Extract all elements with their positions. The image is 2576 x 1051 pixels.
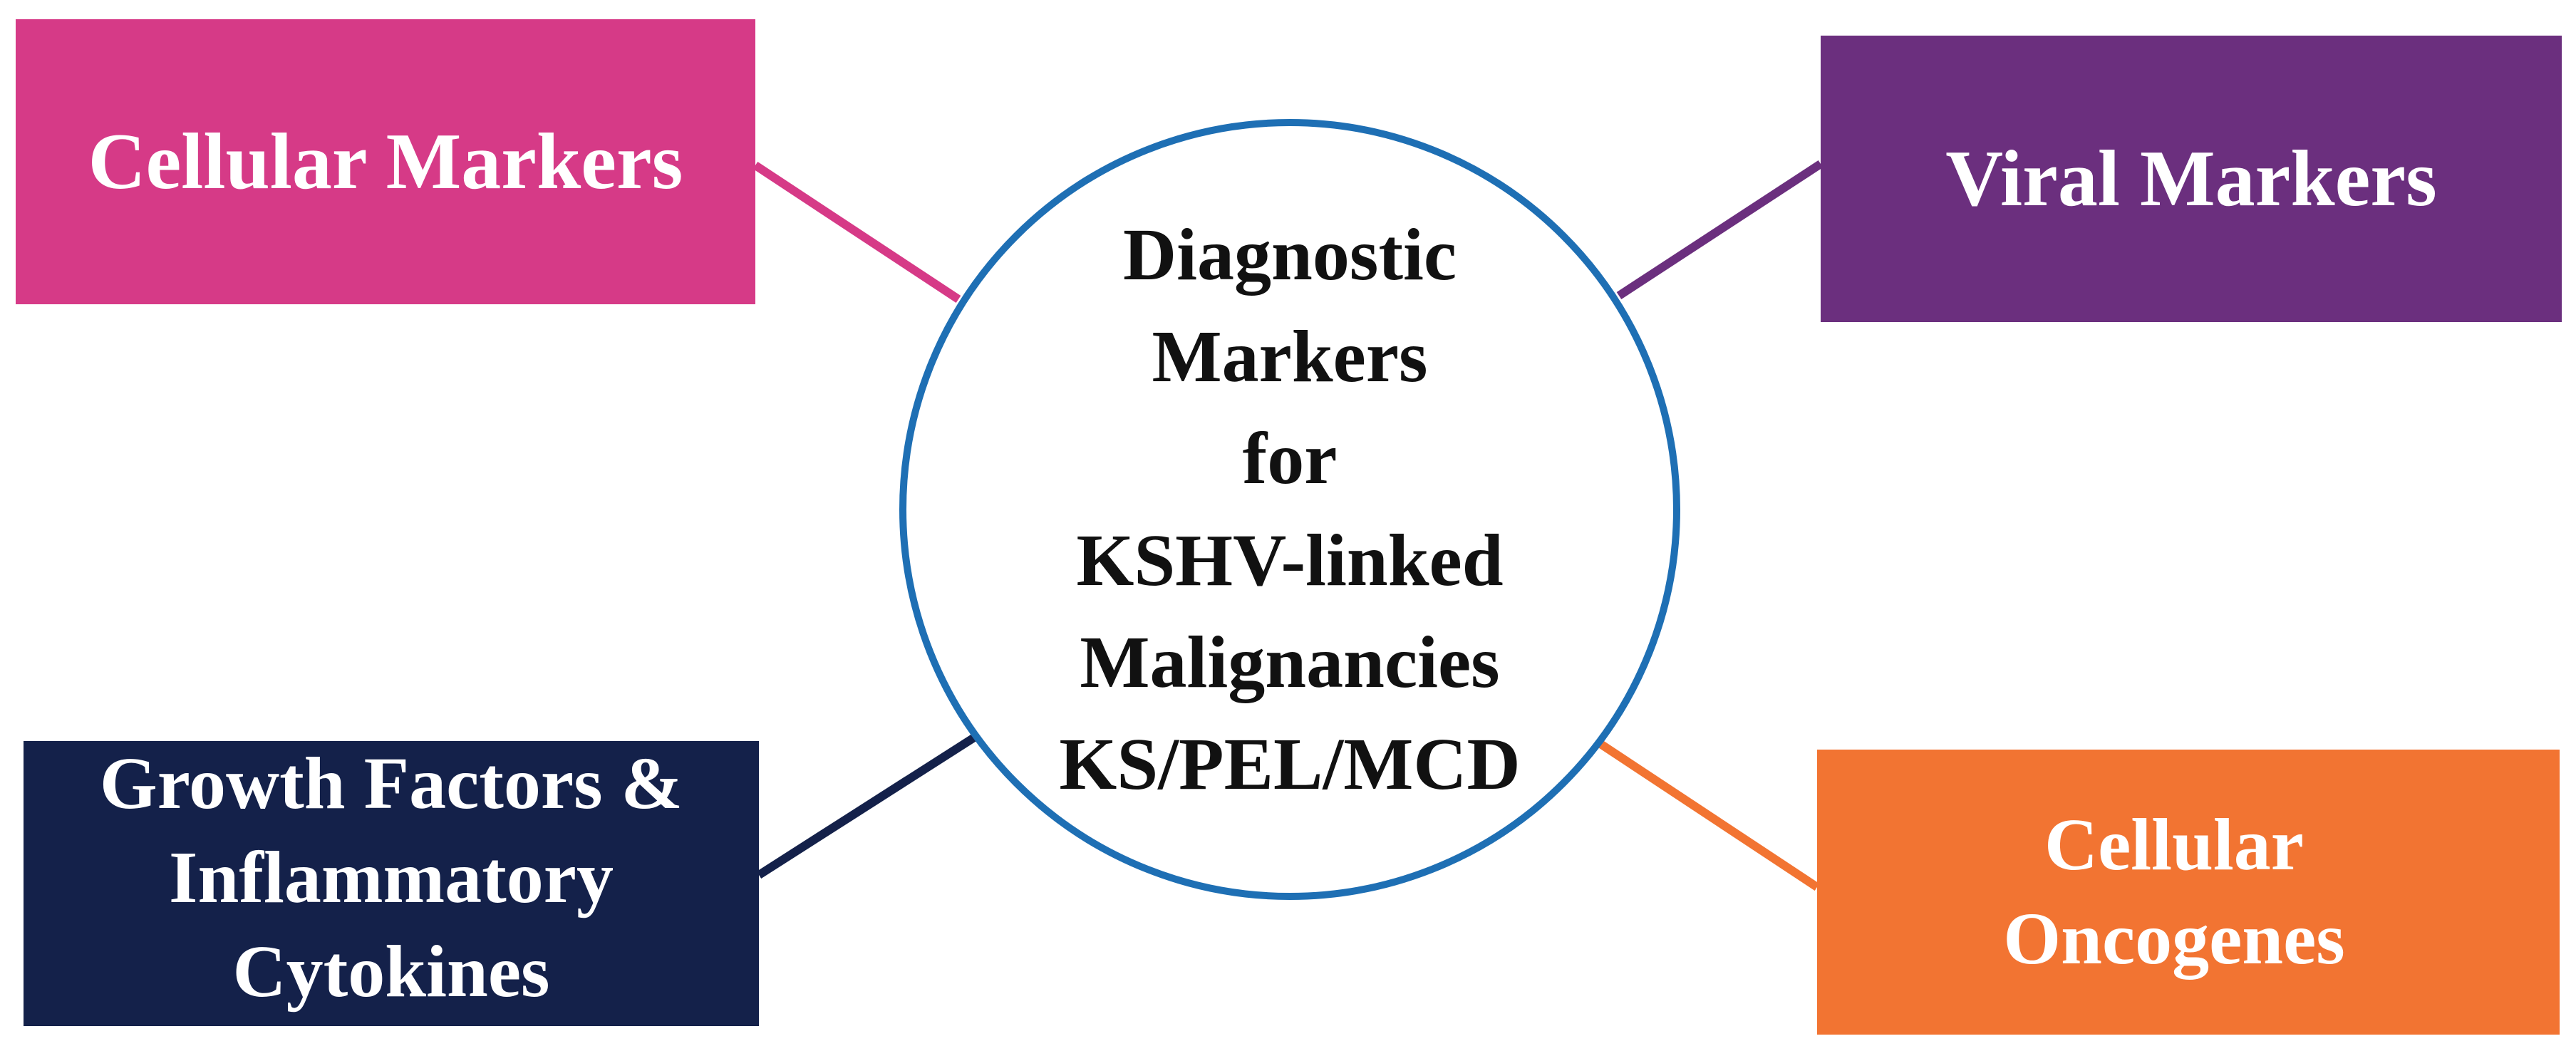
node-growth-factors-text: Growth Factors & Inflammatory Cytokines (100, 737, 683, 1019)
node-growth-factors-line-3: Cytokines (232, 931, 550, 1013)
center-title-line-1: Diagnostic (1123, 214, 1457, 296)
center-title-line-4: KSHV-linked (1076, 519, 1504, 601)
center-title-line-5: Malignancies (1080, 621, 1500, 703)
node-cellular-markers: Cellular Markers (16, 19, 755, 304)
node-cellular-oncogenes-text: Cellular Oncogenes (2003, 798, 2345, 986)
center-title-line-2: Markers (1152, 316, 1428, 398)
node-growth-factors-line-1: Growth Factors & (99, 742, 683, 824)
connector-cellular-markers (752, 161, 961, 304)
node-viral-markers-label: Viral Markers (1945, 134, 2437, 223)
connector-viral-markers (1616, 160, 1824, 300)
node-cellular-oncogenes-line-1: Cellular (2044, 803, 2304, 886)
node-growth-factors: Growth Factors & Inflammatory Cytokines (24, 741, 759, 1026)
node-viral-markers-text: Viral Markers (1945, 133, 2436, 225)
connector-growth-factors (756, 730, 983, 879)
node-cellular-markers-text: Cellular Markers (88, 116, 683, 208)
node-cellular-oncogenes: Cellular Oncogenes (1817, 750, 2560, 1035)
connector-cellular-oncogenes (1593, 737, 1820, 891)
center-title-line-3: for (1242, 418, 1338, 499)
node-growth-factors-line-2: Inflammatory (169, 837, 614, 919)
node-cellular-oncogenes-line-2: Oncogenes (2003, 898, 2345, 980)
node-viral-markers: Viral Markers (1821, 36, 2562, 322)
center-circle: Diagnostic Markers for KSHV-linked Malig… (899, 119, 1680, 900)
center-title-line-6: KS/PEL/MCD (1059, 723, 1521, 805)
node-cellular-markers-label: Cellular Markers (88, 117, 683, 206)
